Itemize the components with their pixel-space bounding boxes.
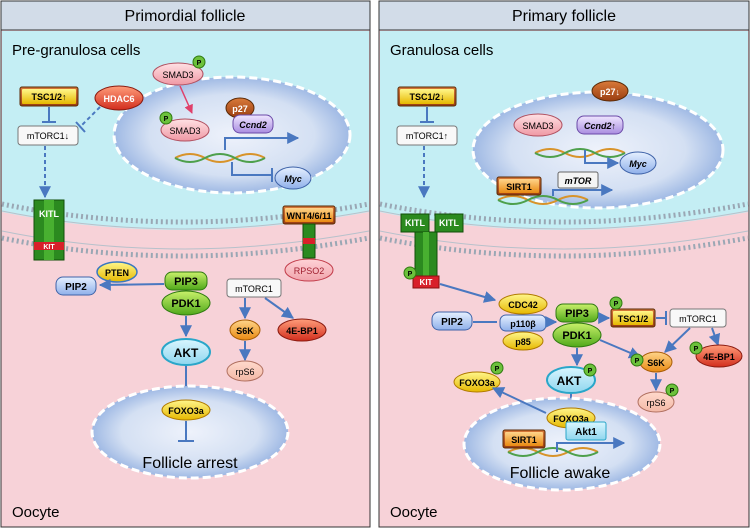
right-akt1-label: Akt1 — [575, 427, 597, 438]
right-p27-label: p27↓ — [600, 87, 620, 97]
left-smad3in-p-label: P — [164, 116, 169, 123]
left-rpso2-label: RPSO2 — [294, 266, 325, 276]
left-bottom-cell-label: Oocyte — [12, 504, 60, 521]
left-pten-label: PTEN — [105, 268, 129, 278]
right-myc-label: Myc — [629, 159, 647, 169]
right-pip3-label: PIP3 — [565, 308, 589, 320]
right-rps6-label: rpS6 — [646, 398, 665, 408]
left-hdac6-label: HDAC6 — [103, 94, 134, 104]
right-tsc-bottom-label: TSC1/2 — [618, 314, 649, 324]
right-akt-p-label: P — [588, 368, 593, 375]
right-akt-label: AKT — [557, 374, 582, 388]
left-ccnd2-label: Ccnd2 — [239, 120, 267, 130]
left-kitl-label: KITL — [39, 209, 59, 219]
left-dna-helix — [174, 153, 266, 163]
right-4ebp1-label: 4E-BP1 — [703, 352, 735, 362]
left-granulosa-nucleus — [112, 75, 352, 195]
left-top-cell-label: Pre-granulosa cells — [12, 42, 140, 59]
left-panel-title: Primordial follicle — [125, 8, 246, 25]
right-mtor-label: mTOR — [565, 176, 592, 186]
left-mtorc1-bottom-label: mTORC1 — [235, 284, 273, 294]
right-pdk1-label: PDK1 — [562, 330, 591, 342]
left-pdk1-label: PDK1 — [171, 298, 200, 310]
left-smad3-p-label: P — [197, 60, 202, 67]
right-bottom-cell-label: Oocyte — [390, 504, 438, 521]
right-tsc-label: TSC1/2↓ — [409, 92, 444, 102]
right-ccnd2-label: Ccnd2↑ — [584, 121, 616, 131]
right-mtorc1-top-label: mTORC1↑ — [406, 131, 448, 141]
left-kit-label: KIT — [43, 244, 55, 251]
right-foxo3a-p-label: P — [495, 366, 500, 373]
right-kit-p-label: P — [408, 271, 413, 278]
left-wnt-label: WNT4/6/11 — [286, 211, 331, 221]
right-panel-title: Primary follicle — [512, 8, 616, 25]
right-kitl-a-label: KITL — [405, 218, 425, 228]
left-rps6-label: rpS6 — [235, 367, 254, 377]
left-oocyte-nucleus — [90, 384, 290, 480]
right-p110-label: p110β — [510, 319, 536, 329]
right-tsc-p-label: P — [614, 301, 619, 308]
left-akt-label: AKT — [174, 346, 199, 360]
left-smad3-out-label: SMAD3 — [162, 70, 193, 80]
left-pip2-label: PIP2 — [65, 282, 87, 293]
left-4ebp1-label: 4E-BP1 — [286, 326, 318, 336]
right-kit-label: KIT — [420, 278, 433, 287]
right-4ebp1-p-label: P — [694, 346, 699, 353]
right-rps6-p-label: P — [670, 388, 675, 395]
right-s6k-label: S6K — [647, 358, 665, 368]
left-nucleus-text: Follicle arrest — [142, 455, 238, 472]
right-panel: Primary follicle Granulosa cells Oocyte … — [378, 0, 750, 528]
left-tsc-label: TSC1/2↑ — [31, 92, 66, 102]
right-kitl-b-label: KITL — [439, 218, 459, 228]
right-sirt1-bottom-label: SIRT1 — [511, 435, 537, 445]
right-foxo3a-in-label: FOXO3a — [553, 414, 590, 424]
left-panel: Primordial follicle Pre-granulosa cells … — [0, 0, 371, 528]
right-cdc42-label: CDC42 — [508, 300, 538, 310]
right-smad3-label: SMAD3 — [522, 121, 553, 131]
right-s6k-p-label: P — [635, 358, 640, 365]
left-pip3-label: PIP3 — [174, 276, 198, 288]
left-smad3-in-label: SMAD3 — [169, 126, 200, 136]
right-kit-receptor: KITL KITL KIT P — [400, 213, 464, 289]
left-s6k-label: S6K — [236, 326, 254, 336]
left-myc-label: Myc — [284, 174, 302, 184]
right-p85-label: p85 — [515, 337, 531, 347]
right-mtorc1-bottom-label: mTORC1 — [679, 314, 717, 324]
right-nucleus-text: Follicle awake — [510, 465, 611, 482]
left-mtorc1-top-label: mTORC1↓ — [27, 131, 69, 141]
left-foxo3a-label: FOXO3a — [168, 406, 205, 416]
right-top-cell-label: Granulosa cells — [390, 42, 493, 59]
right-foxo3a-out-label: FOXO3a — [459, 378, 496, 388]
right-sirt1-top-label: SIRT1 — [506, 182, 532, 192]
right-dna-helix-middle — [497, 195, 589, 205]
left-p27-label: p27 — [232, 104, 248, 114]
left-kit-receptor: KITL KIT — [33, 199, 65, 261]
right-pip2-label: PIP2 — [441, 317, 463, 328]
